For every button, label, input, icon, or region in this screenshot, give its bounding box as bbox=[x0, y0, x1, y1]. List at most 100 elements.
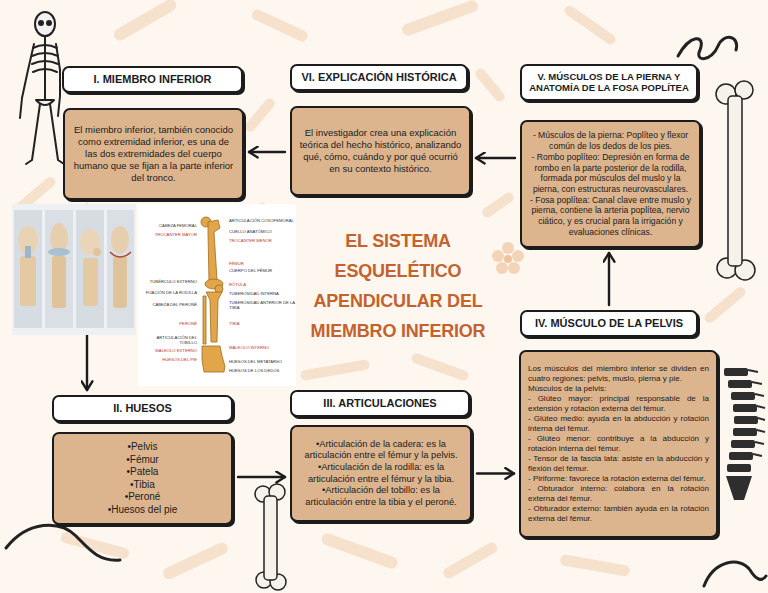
body-text: - Obturador externo: también ayuda en la… bbox=[528, 504, 709, 524]
anatomy-label: FIJACIÓN DE LA RODILLA bbox=[139, 291, 197, 296]
flow-arrow bbox=[476, 157, 515, 159]
leg-skeleton-panel bbox=[138, 204, 296, 386]
anatomy-label: CABEZA DEL PERONÉ bbox=[139, 303, 197, 308]
flow-arrow bbox=[238, 476, 285, 478]
anatomy-label: TUBEROSIDAD INTERNA bbox=[229, 292, 295, 297]
body-text: •Patela bbox=[61, 466, 224, 479]
knee-panel bbox=[93, 248, 101, 256]
knee-panel bbox=[76, 210, 104, 328]
knee-panel bbox=[110, 252, 131, 257]
anatomy-label: PERONÉ bbox=[139, 322, 197, 327]
content-box: El investigador crea una explicación teó… bbox=[290, 106, 471, 196]
squiggle-ornament bbox=[678, 37, 737, 58]
background-pattern bbox=[563, 4, 618, 47]
spine-illustration bbox=[724, 368, 748, 376]
content-box: - Músculos de la pierna: Poplíteo y flex… bbox=[520, 120, 701, 248]
background-pattern bbox=[13, 0, 748, 581]
background-pattern bbox=[400, 0, 479, 37]
background-pattern bbox=[480, 191, 515, 220]
knee-panel bbox=[45, 210, 73, 328]
flow-arrow bbox=[249, 151, 285, 153]
anatomy-label: CUERPO DEL FÉMUR bbox=[229, 269, 295, 274]
spine-illustration bbox=[724, 368, 765, 500]
bone-illustration bbox=[264, 496, 277, 580]
knee-panel bbox=[48, 248, 70, 256]
section-header: V. MÚSCULOS DE LA PIERNA Y ANATOMÍA DE L… bbox=[520, 64, 698, 101]
background-pattern bbox=[703, 285, 748, 325]
anatomy-label: TROCÁNTER MAYOR bbox=[139, 233, 197, 238]
knee-panel bbox=[111, 226, 129, 254]
knee-panel bbox=[14, 210, 42, 328]
body-text: - Rombo poplíteo: Depresión en forma de … bbox=[529, 152, 692, 195]
knee-panel bbox=[80, 229, 100, 255]
background-pattern bbox=[473, 66, 506, 103]
anatomy-label: CUELLO ANATÓMICO bbox=[229, 230, 295, 235]
skeleton-illustration bbox=[47, 21, 51, 25]
leg-skeleton-panel bbox=[206, 292, 222, 342]
knee-panel bbox=[14, 210, 42, 328]
body-text: •Tibia bbox=[61, 479, 224, 492]
spine-illustration bbox=[731, 392, 755, 400]
body-text: Los músculos del miembro inferior se div… bbox=[528, 364, 709, 384]
section-header: VI. EXPLICACIÓN HISTÓRICA bbox=[290, 64, 468, 91]
spine-illustration bbox=[733, 428, 757, 436]
body-text: - Músculos de la pierna: Poplíteo y flex… bbox=[529, 130, 692, 151]
body-text: - Glúteo menor: contribuye a la abducció… bbox=[528, 434, 709, 454]
body-text: El miembro inferior, también conocido co… bbox=[72, 124, 235, 183]
leg-skeleton-panel bbox=[202, 346, 225, 372]
anatomy-label: HUESOS DEL METATARSO bbox=[229, 360, 295, 365]
spine-illustration bbox=[748, 370, 765, 456]
body-text: •Articulación del tobillo: es la articul… bbox=[299, 485, 463, 508]
section-heading: V. MÚSCULOS DE LA PIERNA Y ANATOMÍA DE L… bbox=[528, 71, 690, 94]
anatomy-label: TUBÉRCULO EXTERNO bbox=[139, 280, 197, 285]
content-box: •Pelvis•Fémur•Patela•Tibia•Peroné•Huesos… bbox=[52, 432, 233, 525]
body-text: - Fosa poplítea: Canal clave entre muslo… bbox=[529, 195, 692, 238]
flower-ornament bbox=[508, 262, 520, 274]
knee-panel bbox=[52, 256, 66, 308]
background-pattern bbox=[300, 359, 371, 381]
section-header: IV. MÚSCULO DE LA PELVIS bbox=[520, 310, 698, 337]
anatomy-label: RÓTULA bbox=[229, 283, 295, 288]
knee-panels bbox=[12, 204, 136, 335]
spine-illustration bbox=[734, 416, 758, 424]
skeleton-illustration bbox=[50, 104, 64, 164]
leg-skeleton-panel bbox=[138, 204, 296, 386]
background-pattern bbox=[559, 554, 630, 577]
section-header: III. ARTICULACIONES bbox=[290, 390, 470, 417]
anatomy-label: TROCÁNTER MENOR bbox=[229, 239, 295, 244]
femur-bone-illustration bbox=[728, 96, 742, 266]
spine-illustration bbox=[726, 476, 752, 500]
body-text: - Tensor de la fascia lata: asiste en la… bbox=[528, 454, 709, 474]
knee-panel bbox=[76, 210, 104, 328]
anatomy-label: MALEOLO EXTERNO bbox=[139, 349, 197, 354]
knee-panel bbox=[107, 210, 134, 328]
knee-panel bbox=[25, 246, 31, 258]
anatomy-label: HUESOS DE LOS DEDOS bbox=[229, 369, 295, 374]
skeleton-illustration bbox=[20, 44, 34, 118]
femur-bone-illustration bbox=[716, 81, 755, 280]
bone-illustration bbox=[255, 484, 286, 590]
flower-ornament bbox=[496, 262, 508, 274]
body-text: •Fémur bbox=[61, 454, 224, 467]
anatomy-label: HUESOS DEL PIE bbox=[139, 358, 197, 363]
skeleton-illustration bbox=[20, 12, 64, 164]
skeleton-illustration bbox=[39, 21, 43, 25]
body-text: •Peroné bbox=[61, 491, 224, 504]
knee-panel bbox=[45, 210, 73, 328]
background-pattern bbox=[320, 532, 399, 571]
spine-illustration bbox=[729, 452, 753, 460]
body-text: El investigador crea una explicación teó… bbox=[299, 127, 462, 175]
background-pattern bbox=[243, 96, 276, 133]
skeleton-illustration bbox=[35, 12, 55, 36]
body-text: - Piriforme: favorece la rotación extern… bbox=[528, 474, 709, 484]
squiggle-ornament bbox=[6, 525, 120, 560]
section-header: I. MIEMBRO INFERIOR bbox=[62, 66, 243, 93]
leg-skeleton-panel bbox=[203, 296, 206, 344]
squiggle-ornament bbox=[704, 562, 766, 586]
section-heading: IV. MÚSCULO DE LA PELVIS bbox=[528, 317, 690, 330]
skeleton-illustration bbox=[26, 104, 40, 164]
flower-ornament bbox=[512, 250, 524, 262]
leg-skeleton-panel bbox=[201, 217, 225, 372]
flow-arrow bbox=[477, 472, 514, 474]
